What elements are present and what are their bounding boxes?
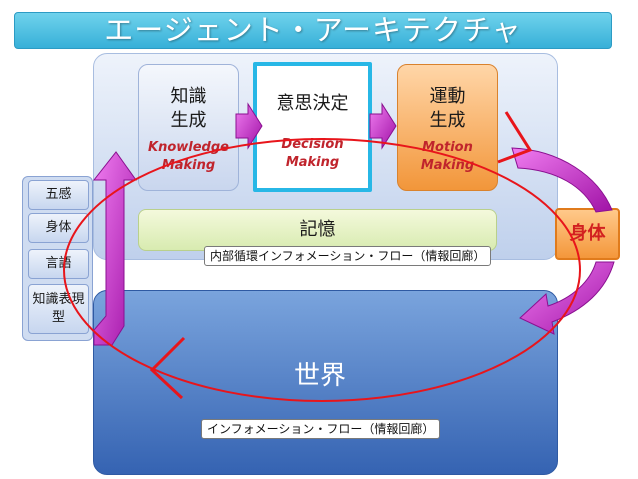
sense-five-senses: 五感 (28, 180, 89, 210)
internal-flow-label: 内部循環インフォメーション・フロー（情報回廊） (204, 246, 492, 266)
arrow-outer-right-down (519, 261, 615, 335)
knowledge-jp-label: 知識生成 (170, 86, 207, 131)
world-label: 世界 (293, 361, 346, 391)
motion-jp-label: 運動生成 (429, 86, 466, 131)
world-panel (93, 290, 558, 475)
arrow-outer-top-right (511, 147, 613, 213)
decision-jp-label: 意思決定 (276, 93, 349, 114)
sense-body: 身体 (28, 213, 89, 243)
external-flow-label: インフォメーション・フロー（情報回廊） (201, 419, 441, 439)
memory-box: 記憶 (138, 209, 497, 251)
loop-arrowhead-top-right (497, 111, 533, 164)
sense-knowledge-representation: 知識表現型 (28, 284, 89, 334)
body-box: 身体 (555, 208, 620, 260)
diagram-title: エージェント・アーキテクチャ (14, 12, 612, 49)
arrow-decision-to-motion (369, 102, 397, 150)
loop-arrowhead-bottom-left (149, 336, 186, 400)
arrow-knowledge-to-decision (235, 102, 263, 150)
information-flow-loop (63, 138, 581, 402)
arrow-outer-left-up (92, 151, 137, 346)
